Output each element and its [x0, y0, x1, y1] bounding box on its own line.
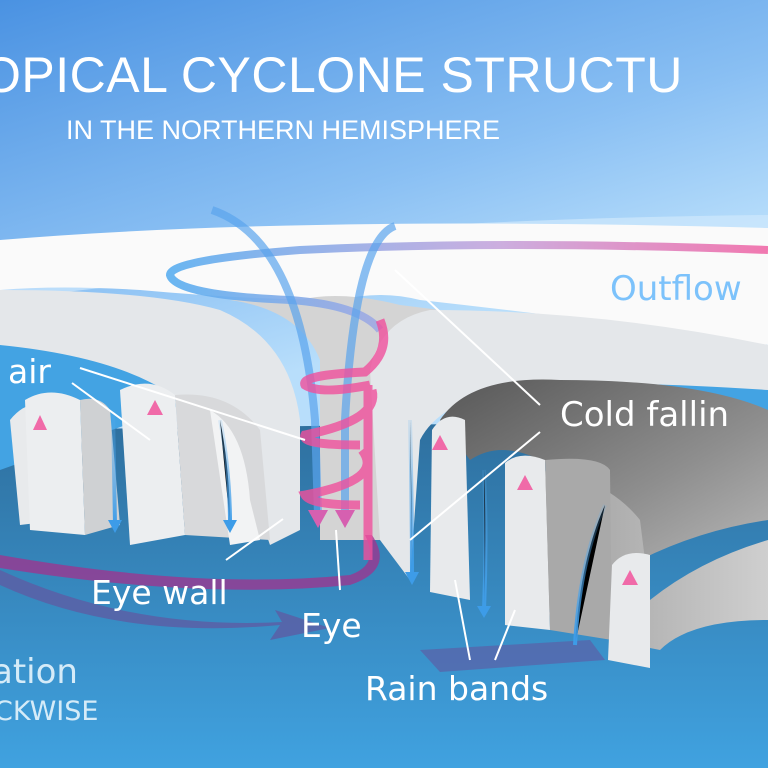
label-outflow: Outflow — [610, 269, 742, 309]
rotation-arrow — [0, 570, 330, 640]
rain-band-flow — [420, 640, 605, 672]
label-rotation-direction: CKWISE — [0, 696, 99, 727]
diagram-title: OPICAL CYCLONE STRUCTU — [0, 47, 683, 103]
leader-lines — [71, 269, 541, 661]
label-rotation: ation — [0, 652, 78, 692]
cloud-canopy-top — [0, 223, 768, 345]
label-rain-bands: Rain bands — [365, 669, 549, 708]
eye-helix — [298, 318, 389, 560]
downdraft-arrow-left — [210, 206, 322, 516]
label-cold-falling-air: Cold fallin — [560, 395, 730, 435]
label-eye-wall: Eye wall — [91, 573, 228, 612]
diagram-subtitle: IN THE NORTHERN HEMISPHERE — [66, 115, 501, 145]
warm-air-arrows — [33, 400, 638, 670]
label-eye: Eye — [301, 606, 362, 645]
downdraft-arrowhead-left — [308, 510, 328, 528]
eye-funnel — [230, 296, 440, 540]
left-cloud-wall — [0, 290, 300, 545]
eye-wall-ring-arrow — [0, 535, 380, 590]
downdraft-arrow-right — [341, 222, 397, 515]
downdraft-arrowhead-right — [335, 510, 355, 528]
right-cloud-wall — [370, 310, 768, 580]
label-warm-air: air — [8, 352, 51, 391]
cold-air-arrows — [108, 409, 607, 646]
